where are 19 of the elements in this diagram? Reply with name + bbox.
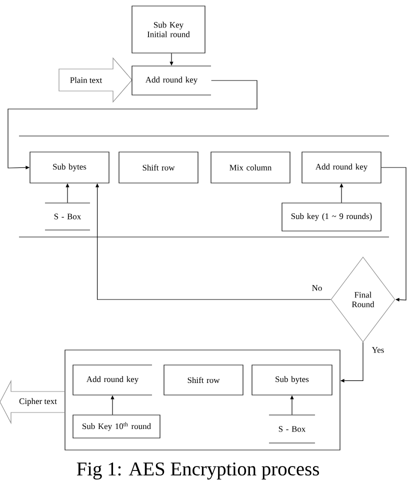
caption: Fig 1: AES Encryption process (76, 462, 319, 480)
edge-label: Yes (370, 346, 386, 354)
process-box: Sub bytes (30, 152, 110, 184)
edge-label: No (310, 284, 324, 292)
data-store: S - Box (268, 414, 316, 444)
arrow (8, 80, 258, 170)
process-box: Sub key (1 ~ 9 rounds) (282, 202, 382, 232)
process-box: Add round key (72, 364, 152, 396)
arrow (381, 167, 406, 302)
process-box: Add round key (132, 66, 212, 96)
data-store: S - Box (44, 202, 90, 230)
container-box (64, 350, 340, 450)
process-box: Sub bytes (252, 364, 332, 396)
process-box: Mix column (210, 152, 290, 184)
process-box: Add round key (302, 152, 382, 184)
process-box: Shift row (118, 152, 198, 184)
process-box: Sub Key 10$^{th}$ round (72, 414, 160, 438)
process-box: Shift row (164, 364, 244, 396)
process-box: Sub Key Initial round (132, 6, 206, 54)
